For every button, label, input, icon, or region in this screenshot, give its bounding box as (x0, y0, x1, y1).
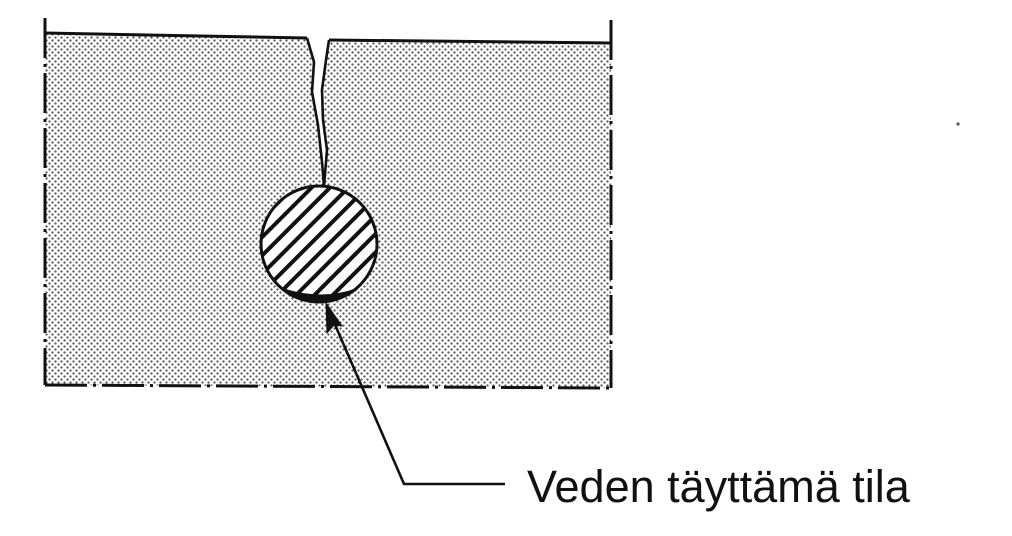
pipe-cross-section (259, 184, 379, 304)
leader-line (328, 312, 505, 486)
crack-right-edge (320, 39, 331, 187)
speck-mark (956, 122, 960, 126)
surface-line-left (44, 31, 308, 40)
container-bottom (44, 383, 612, 390)
water-filled-gap (281, 288, 358, 303)
arrowhead (325, 301, 344, 335)
surface-line-right (328, 38, 612, 45)
callout-label: Veden täyttämä tila (527, 461, 911, 512)
crack-left-edge (305, 37, 326, 187)
